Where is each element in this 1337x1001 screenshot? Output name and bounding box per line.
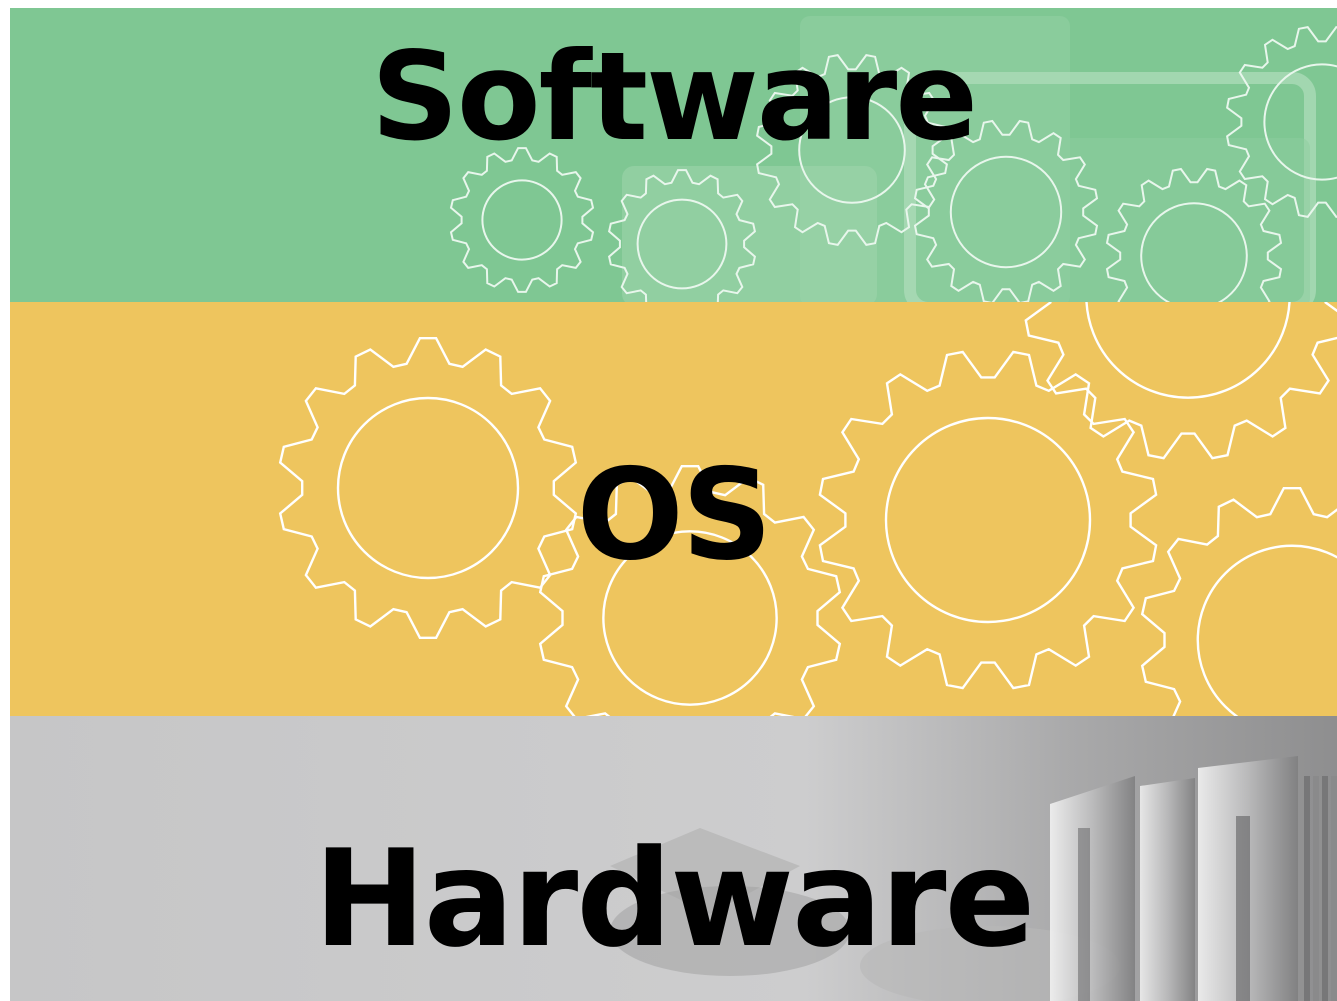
computer-hardware-icon	[610, 756, 1337, 1001]
gear-icon	[913, 119, 1099, 302]
software-layer-background	[10, 8, 1337, 302]
gear-hole	[798, 96, 906, 204]
gear-icon	[1225, 25, 1337, 219]
os-layer-background	[10, 302, 1337, 716]
gear-icon	[538, 465, 842, 716]
layer-stack-diagram: Software OS	[10, 8, 1337, 1001]
gear-hole	[1085, 302, 1291, 399]
software-label: Software	[370, 26, 978, 168]
gear-hole	[1263, 63, 1337, 181]
gear-hole	[1140, 202, 1248, 302]
gear-icon	[755, 53, 949, 247]
gear-icon	[818, 350, 1158, 690]
hardware-layer: Hardware	[10, 716, 1337, 1001]
gear-hole	[1196, 544, 1337, 716]
gear-icon	[449, 147, 595, 293]
gear-icon	[1024, 302, 1337, 460]
gear-hole	[884, 416, 1092, 624]
gear-hole	[481, 179, 563, 261]
gear-icon	[278, 337, 578, 639]
os-layer-fill	[10, 302, 1337, 716]
software-gear-icons	[449, 25, 1337, 302]
gear-hole	[636, 198, 728, 290]
software-layer: Software	[10, 8, 1337, 302]
gear-icon	[1105, 167, 1283, 302]
gear-hole	[602, 530, 778, 706]
hardware-label: Hardware	[313, 821, 1036, 977]
os-layer: OS	[10, 302, 1337, 716]
os-gear-icons	[278, 302, 1337, 716]
gear-hole	[336, 396, 520, 580]
os-label: OS	[576, 441, 773, 588]
hardware-layer-background	[10, 716, 1337, 1001]
software-layer-fill	[10, 8, 1337, 302]
gear-hole	[949, 155, 1063, 269]
gear-icon	[1140, 487, 1337, 716]
gear-icon	[607, 169, 757, 302]
